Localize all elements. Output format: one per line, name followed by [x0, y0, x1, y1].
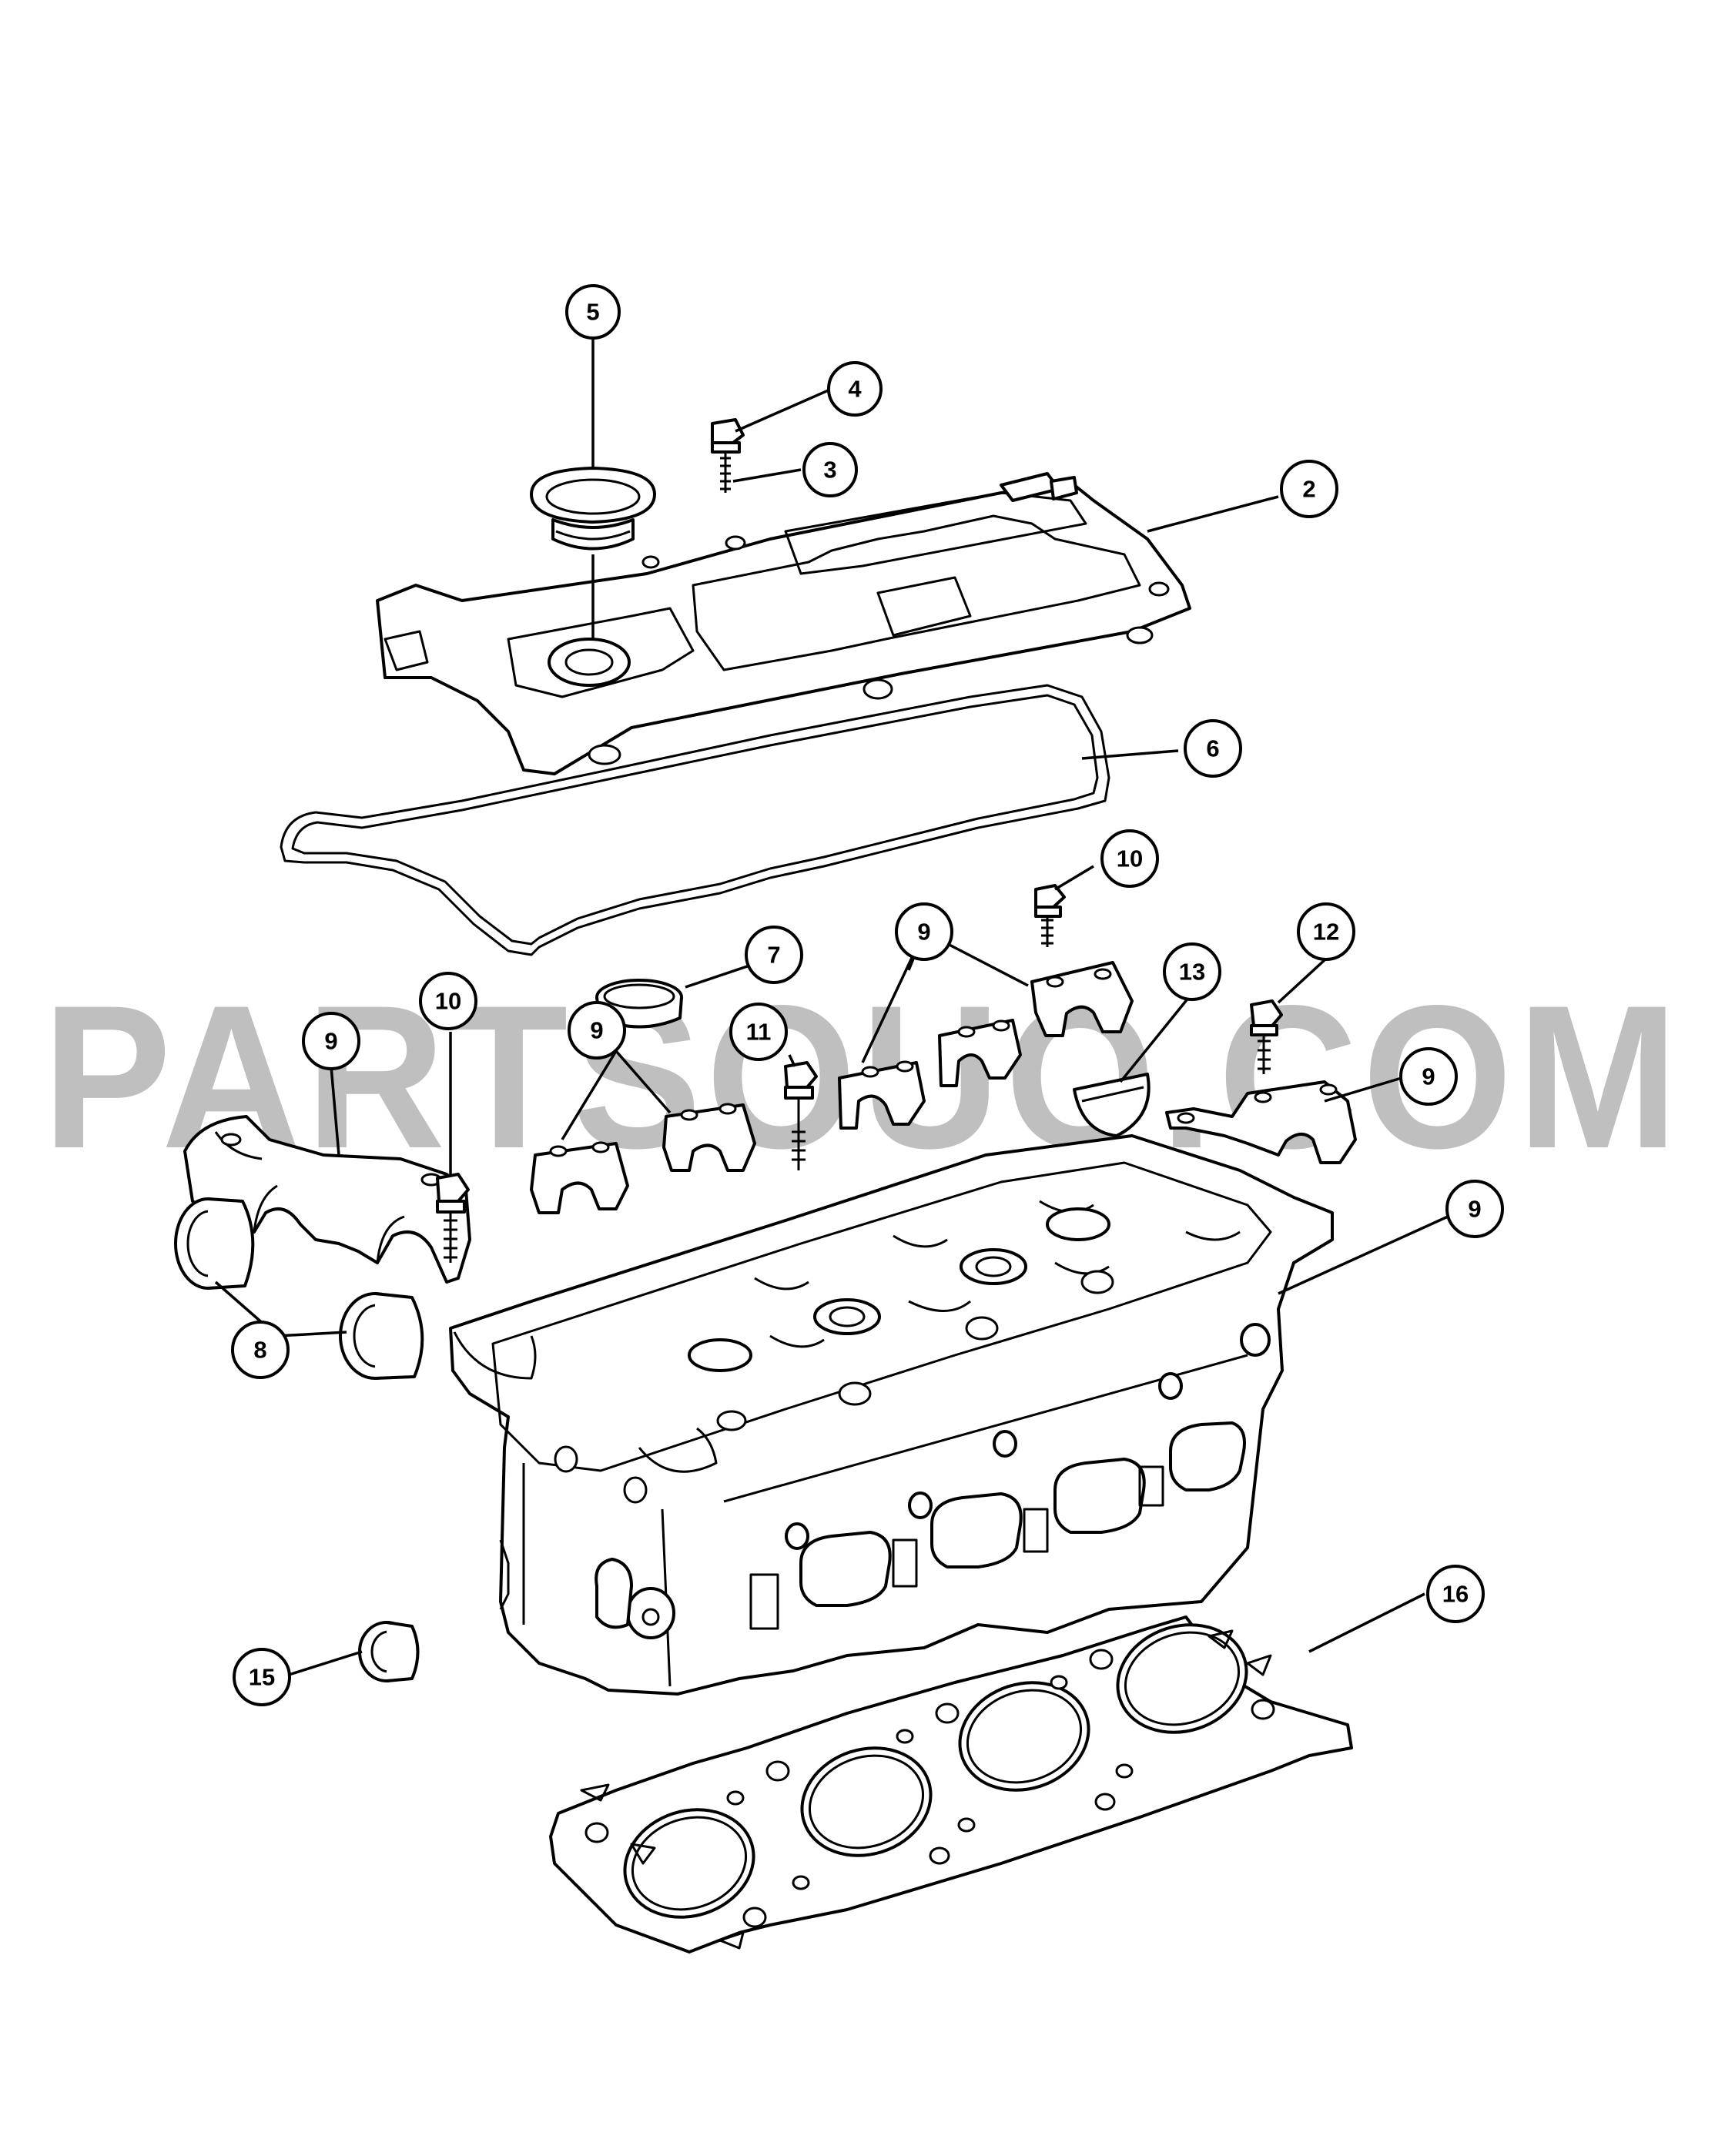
callout-9: 9 — [1399, 1047, 1458, 1106]
callout-label: 10 — [1117, 845, 1143, 872]
bearing-cap-mid-left[interactable] — [530, 1141, 629, 1214]
callout-label: 2 — [1302, 476, 1315, 503]
camshaft-seal-upper[interactable] — [174, 1197, 255, 1290]
callout-12: 12 — [1297, 902, 1355, 961]
callout-label: 12 — [1313, 919, 1339, 946]
bearing-cap-front-bridge[interactable] — [183, 1115, 471, 1284]
callout-9: 9 — [302, 1012, 360, 1070]
callout-label: 5 — [586, 299, 599, 326]
callout-5: 5 — [565, 284, 621, 340]
callout-label: 4 — [848, 376, 862, 403]
callout-9: 9 — [895, 902, 953, 961]
callout-label: 3 — [823, 457, 836, 484]
callout-4: 4 — [827, 361, 883, 417]
callout-16: 16 — [1426, 1565, 1485, 1623]
callout-label: 15 — [249, 1664, 275, 1691]
callout-label: 9 — [1422, 1063, 1435, 1090]
bolt-11[interactable] — [784, 1061, 818, 1170]
bearing-cap-mid-right[interactable] — [662, 1103, 756, 1172]
callout-label: 11 — [746, 1019, 772, 1046]
callout-2: 2 — [1280, 460, 1338, 518]
callout-3: 3 — [802, 442, 858, 497]
bearing-cap-upper-left[interactable] — [838, 1060, 926, 1130]
callout-label: 9 — [324, 1028, 337, 1055]
callout-7: 7 — [745, 926, 803, 984]
bearing-cap-upper-mid[interactable] — [938, 1019, 1022, 1087]
bolt-10-upper[interactable] — [1034, 884, 1066, 947]
cover-gasket[interactable] — [280, 684, 1110, 956]
cover-bolt[interactable] — [711, 418, 745, 493]
cylinder-head[interactable] — [449, 1134, 1334, 1696]
callout-10: 10 — [419, 972, 477, 1030]
plug[interactable] — [1073, 1073, 1151, 1137]
callout-9: 9 — [568, 1001, 626, 1060]
bolt-12[interactable] — [1250, 999, 1283, 1074]
callout-label: 16 — [1442, 1581, 1469, 1608]
callout-label: 9 — [917, 919, 930, 946]
camshaft-seal-lower[interactable] — [339, 1292, 424, 1380]
callout-9: 9 — [1445, 1180, 1504, 1238]
cylinder-head-cover[interactable] — [376, 472, 1191, 775]
callout-label: 13 — [1179, 959, 1205, 986]
callout-6: 6 — [1184, 719, 1242, 778]
oil-filler-cap[interactable] — [530, 467, 656, 551]
callout-label: 10 — [435, 988, 461, 1015]
bolt-10-lower[interactable] — [436, 1173, 470, 1263]
callout-label: 6 — [1206, 735, 1219, 762]
callout-label: 8 — [253, 1337, 266, 1364]
bearing-cap-upper-right[interactable] — [1030, 961, 1134, 1037]
callout-11: 11 — [729, 1003, 788, 1061]
callout-15: 15 — [233, 1648, 291, 1706]
callout-label: 9 — [1468, 1196, 1481, 1223]
bearing-cap-right-thrust[interactable] — [1165, 1080, 1357, 1164]
callout-10: 10 — [1100, 829, 1159, 888]
cylinder-head-gasket[interactable] — [549, 1609, 1353, 1953]
callout-label: 9 — [590, 1017, 603, 1044]
seal-15[interactable] — [358, 1621, 420, 1682]
callout-13: 13 — [1163, 942, 1221, 1001]
callout-8: 8 — [231, 1321, 290, 1379]
callout-label: 7 — [767, 942, 780, 969]
